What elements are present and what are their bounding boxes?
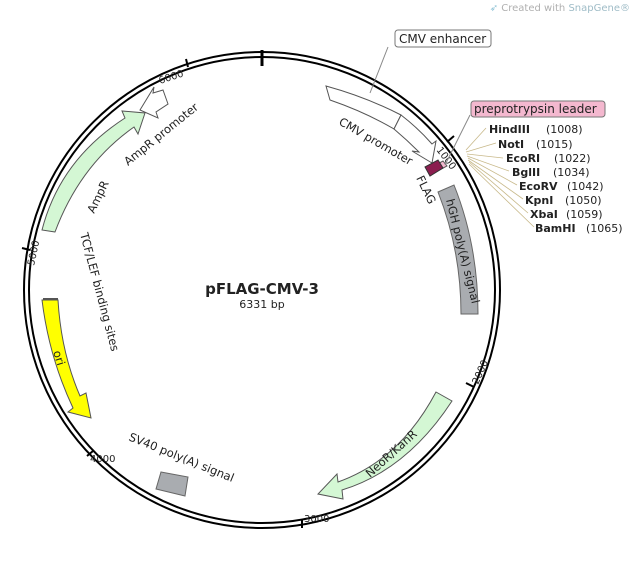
site-xbai[interactable]: XbaI (1059) xyxy=(530,208,603,221)
site-hindiii[interactable]: HindIII (1008) xyxy=(489,123,583,136)
tick-label-5000: 5000 xyxy=(26,239,42,266)
site-kpni-pos: (1050) xyxy=(565,194,602,207)
site-noti[interactable]: NotI (1015) xyxy=(498,138,573,151)
site-xbai-name: XbaI xyxy=(530,208,558,221)
site-noti-pos: (1015) xyxy=(536,138,573,151)
ampr-promoter-label: AmpR promoter xyxy=(121,100,201,169)
cmv-promoter-feature[interactable] xyxy=(393,114,437,164)
site-ecorv[interactable]: EcoRV (1042) xyxy=(519,180,604,193)
hgh-polya-feature[interactable] xyxy=(437,184,479,315)
ori-label: ori xyxy=(50,349,68,368)
tick-label-6000: 6000 xyxy=(158,69,186,87)
tick-label-2000: 2000 xyxy=(471,358,491,386)
site-bglii-name: BglII xyxy=(512,166,540,179)
credit-brand: SnapGene® xyxy=(568,3,630,14)
plasmid-size: 6331 bp xyxy=(239,298,284,311)
ampr-label: AmpR xyxy=(84,178,112,215)
cmv-enhancer-label: CMV enhancer xyxy=(399,32,486,46)
ori-feature[interactable] xyxy=(41,299,92,419)
site-bglii[interactable]: BglII (1034) xyxy=(512,166,590,179)
tick-label-4000: 4000 xyxy=(90,454,115,465)
plasmid-name: pFLAG-CMV-3 xyxy=(205,280,319,298)
ampr-promoter-feature[interactable] xyxy=(139,86,169,119)
site-ecori-pos: (1022) xyxy=(554,152,591,165)
tick-label-3000: 3000 xyxy=(304,514,329,525)
flag-feature[interactable] xyxy=(424,159,444,177)
site-ecorv-pos: (1042) xyxy=(567,180,604,193)
site-hindiii-name: HindIII xyxy=(489,123,530,136)
neor-kanr-label: NeoR/KanR xyxy=(363,427,420,480)
cmv-enhancer-feature[interactable] xyxy=(325,85,402,130)
tick-5000: 5000 xyxy=(21,239,42,267)
site-kpni-name: KpnI xyxy=(525,194,553,207)
snapgene-logo-icon: ➶ xyxy=(489,3,499,14)
credit-prefix: Created with xyxy=(501,3,566,14)
preprotrypsin-label: preprotrypsin leader xyxy=(474,102,597,116)
site-bamhi-pos: (1065) xyxy=(586,222,623,235)
preprotrypsin-label-box xyxy=(470,100,606,118)
site-hindiii-pos: (1008) xyxy=(546,123,583,136)
site-kpni[interactable]: KpnI (1050) xyxy=(525,194,602,207)
ampr-feature[interactable] xyxy=(41,110,146,233)
tick-4000: 4000 xyxy=(86,450,115,465)
tick-3000: 3000 xyxy=(301,514,329,528)
site-bglii-pos: (1034) xyxy=(553,166,590,179)
snapgene-credit: ➶ Created with SnapGene® xyxy=(490,3,630,14)
site-bamhi-name: BamHI xyxy=(535,222,576,235)
site-ecori[interactable]: EcoRI (1022) xyxy=(506,152,591,165)
site-xbai-pos: (1059) xyxy=(566,208,603,221)
flag-label: FLAG xyxy=(413,173,439,206)
cmv-enhancer-label-box xyxy=(394,29,492,48)
site-noti-name: NotI xyxy=(498,138,524,151)
site-ecorv-name: EcoRV xyxy=(519,180,558,193)
site-bamhi[interactable]: BamHI (1065) xyxy=(535,222,623,235)
tcf-lef-label: TCF/LEF binding sites xyxy=(77,230,122,353)
tick-2000: 2000 xyxy=(465,358,491,388)
restriction-site-leaders xyxy=(465,127,535,228)
sv40-polya-feature[interactable] xyxy=(155,471,189,497)
site-ecori-name: EcoRI xyxy=(506,152,540,165)
neor-kanr-feature[interactable] xyxy=(317,391,453,500)
